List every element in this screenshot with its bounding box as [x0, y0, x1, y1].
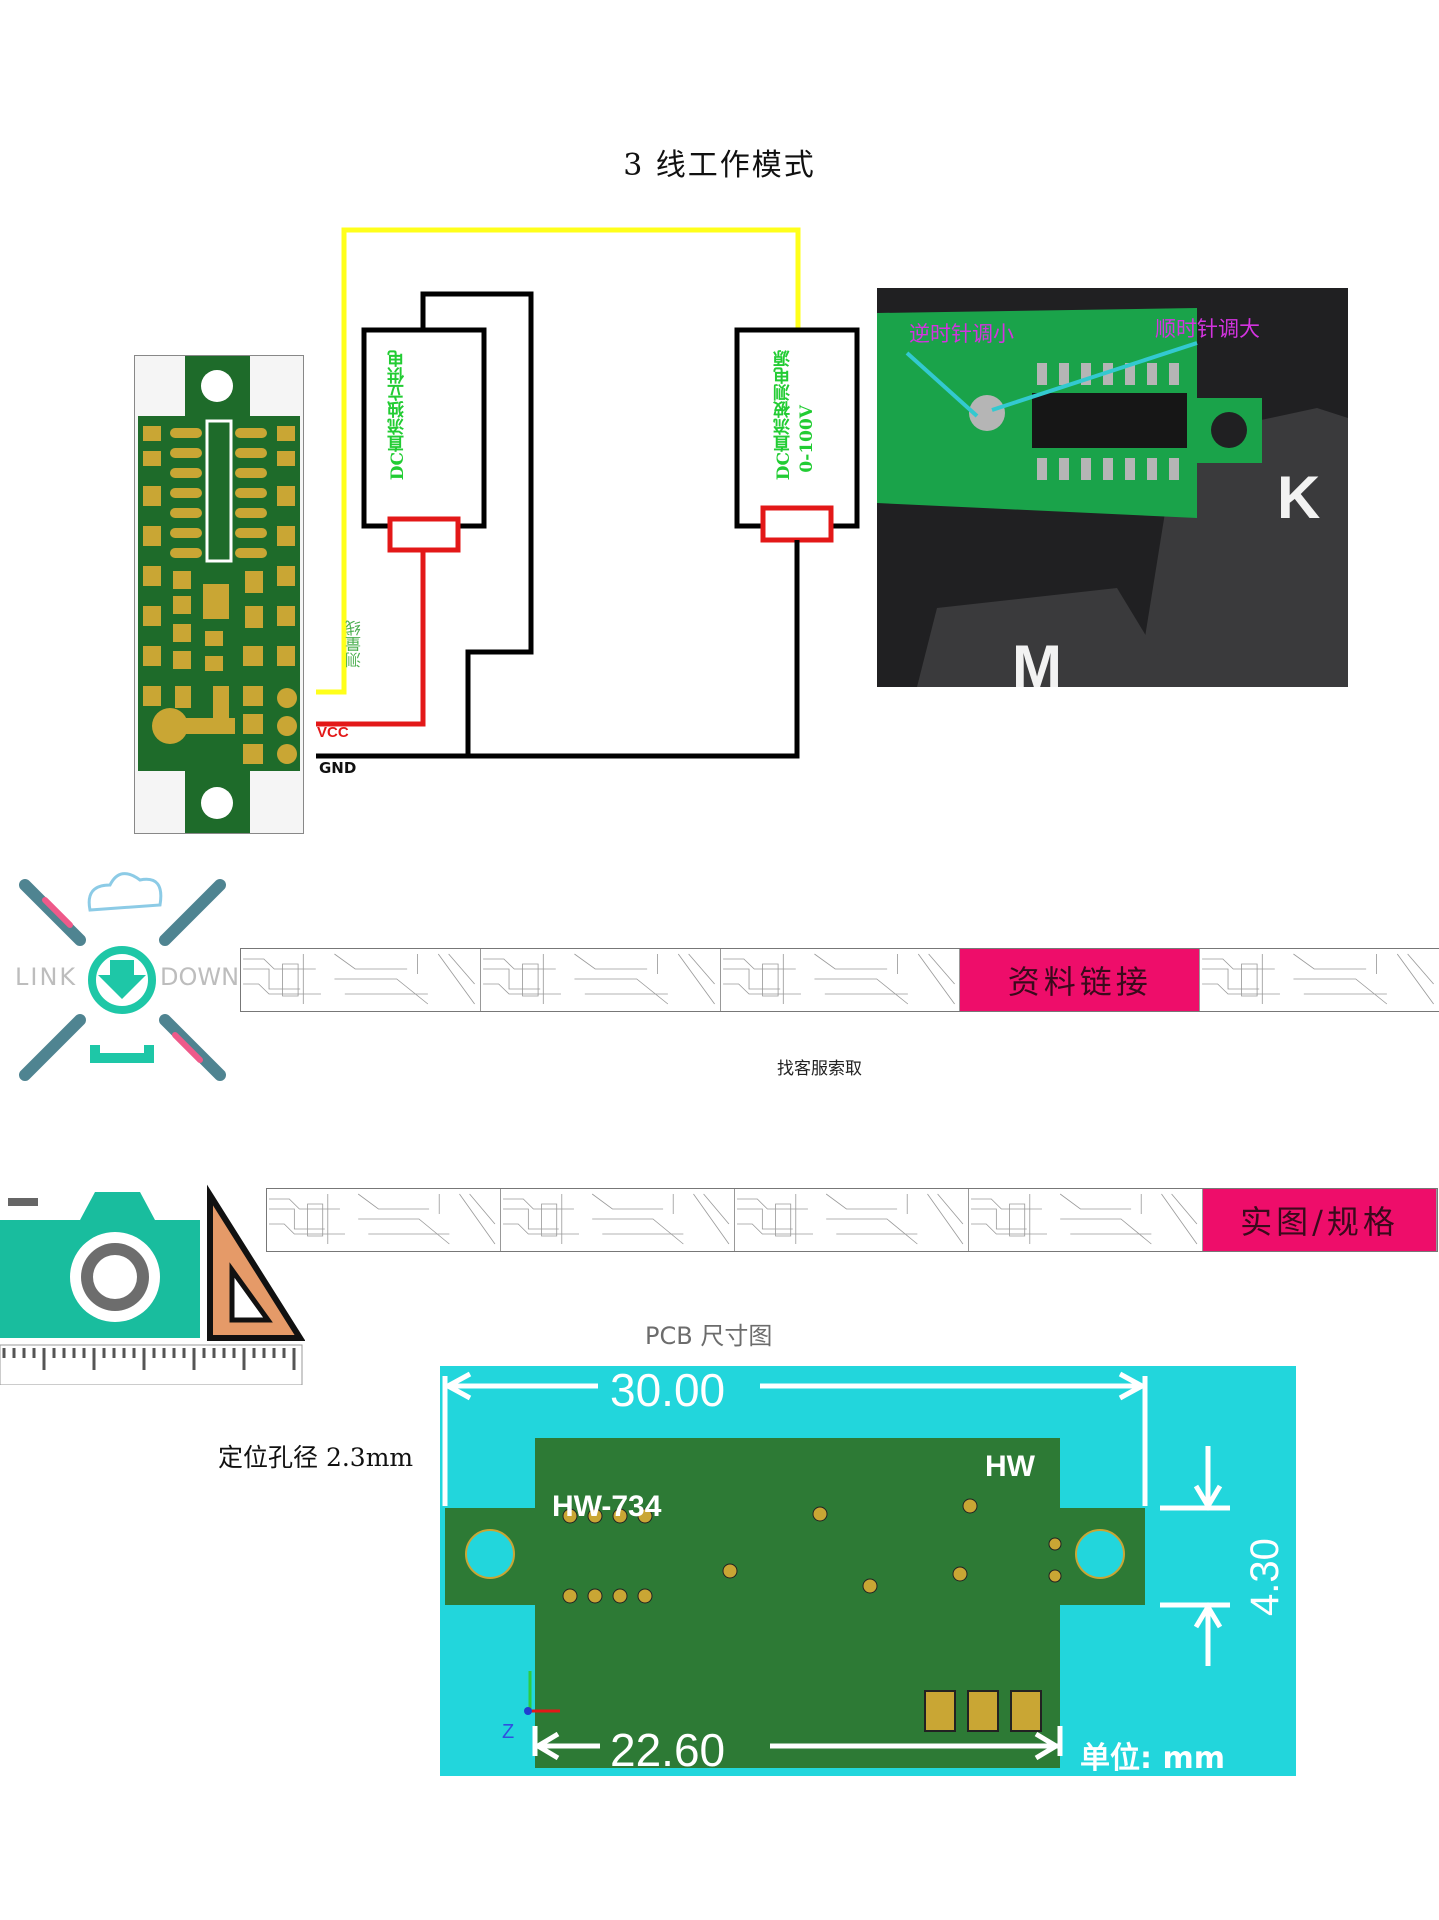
pcb-dimension-drawing: 30.00 22.60 4.30 HW-734 HW 单位: mm Z [440, 1366, 1296, 1776]
vcc-label: VCC [317, 724, 349, 741]
circuit-pattern [503, 1193, 730, 1245]
width-body-value: 22.60 [610, 1724, 725, 1776]
link-down-logo: LINK DOWN [10, 860, 239, 1095]
board-label-short: HW [985, 1450, 1036, 1483]
power-box-left-label: DC直流独立供电 [388, 350, 408, 481]
measure-wire [316, 227, 801, 695]
photo-graphic: K M [877, 288, 1348, 687]
circuit-tile [241, 949, 481, 1011]
pcb-dimension-graphic: 30.00 22.60 4.30 HW-734 HW 单位: mm Z [442, 1366, 1287, 1776]
pcb-top-view [134, 355, 304, 834]
download-banner: 资料链接 [240, 948, 1439, 1012]
label-counterclockwise: 逆时针调小 [909, 322, 1014, 346]
key-k-glyph: K [1277, 464, 1320, 531]
measure-wire-label: 测量线 [345, 620, 364, 668]
page-title: 3 线工作模式 [623, 148, 816, 183]
circuit-tile [735, 1189, 969, 1251]
camera-ruler-icon [0, 1184, 306, 1386]
link-download-icon [19, 872, 226, 1081]
board-label: HW-734 [552, 1490, 662, 1523]
axis-z-label: Z [502, 1721, 514, 1743]
logo-down-text: DOWN [160, 963, 240, 991]
circuit-pattern [1202, 953, 1435, 1005]
unit-label: 单位: mm [1080, 1741, 1225, 1776]
circuit-pattern [737, 1193, 964, 1245]
specs-link-button[interactable]: 实图/规格 [1203, 1189, 1437, 1251]
wiring-diagram [316, 227, 860, 759]
origin-marker [524, 1707, 532, 1715]
circuit-tile [267, 1189, 501, 1251]
circuit-tile [1200, 949, 1439, 1011]
pcb-layout-graphic [138, 356, 300, 833]
logo-link-text: LINK [15, 963, 78, 991]
download-link-button[interactable]: 资料链接 [960, 949, 1201, 1011]
power-box-right-label: DC直流被测电源 [774, 350, 794, 481]
circuit-pattern [971, 1193, 1198, 1245]
specs-banner: 实图/规格 [266, 1188, 1438, 1252]
circuit-pattern [243, 953, 475, 1005]
key-m-glyph: M [1012, 633, 1062, 687]
circuit-pattern [722, 953, 955, 1005]
power-box-left [361, 327, 487, 529]
label-clockwise: 顺时针调大 [1155, 317, 1260, 341]
hole-diameter-note: 定位孔径 2.3mm [218, 1443, 414, 1472]
circuit-pattern [269, 1193, 496, 1245]
power-box-right-range: 0-100V [797, 405, 817, 473]
circuit-pattern [482, 953, 715, 1005]
circuit-tile [501, 1189, 735, 1251]
module-photo: K M 逆时针调小 顺时针调大 [877, 288, 1348, 687]
pcb-dimension-title: PCB 尺寸图 [645, 1322, 773, 1350]
specs-icon [0, 1180, 306, 1386]
gnd-wire [316, 540, 800, 759]
contact-note: 找客服索取 [777, 1059, 862, 1079]
circuit-tile [969, 1189, 1203, 1251]
circuit-tile [721, 949, 961, 1011]
gnd-loop-left [420, 291, 534, 755]
connector-left [387, 516, 461, 553]
vcc-wire [316, 550, 426, 727]
tab-height-value: 4.30 [1243, 1538, 1287, 1616]
gnd-label: GND [319, 759, 357, 777]
circuit-tile [481, 949, 721, 1011]
connector-right [760, 505, 834, 543]
width-total-value: 30.00 [610, 1366, 725, 1416]
